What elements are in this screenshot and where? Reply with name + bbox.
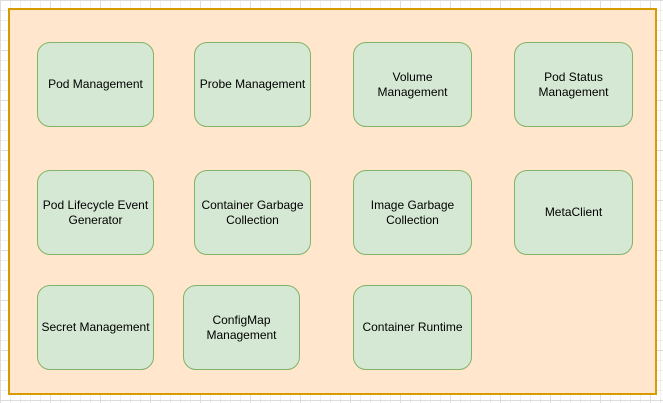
node-metaclient[interactable]: MetaClient xyxy=(514,170,633,255)
node-probe-management[interactable]: Probe Management xyxy=(194,42,311,127)
node-pod-status-management[interactable]: Pod Status Management xyxy=(514,42,633,127)
node-pod-lifecycle-event-generator[interactable]: Pod Lifecycle Event Generator xyxy=(37,170,154,255)
node-secret-management[interactable]: Secret Management xyxy=(37,285,154,370)
node-label: Container Garbage Collection xyxy=(201,197,304,227)
node-pod-management[interactable]: Pod Management xyxy=(37,42,154,127)
node-label: Image Garbage Collection xyxy=(370,197,455,227)
node-volume-management[interactable]: Volume Management xyxy=(353,42,472,127)
node-label: Volume Management xyxy=(377,69,448,99)
node-image-garbage-collection[interactable]: Image Garbage Collection xyxy=(353,170,472,255)
node-label: ConfigMap Management xyxy=(206,312,277,342)
node-container-runtime[interactable]: Container Runtime xyxy=(353,285,472,370)
node-label: Pod Management xyxy=(48,77,143,91)
node-label: Secret Management xyxy=(41,320,150,334)
node-label: Pod Lifecycle Event Generator xyxy=(42,197,149,227)
node-label: Probe Management xyxy=(199,77,306,91)
node-configmap-management[interactable]: ConfigMap Management xyxy=(183,285,300,370)
node-label: MetaClient xyxy=(544,205,603,219)
node-container-garbage-collection[interactable]: Container Garbage Collection xyxy=(194,170,311,255)
node-label: Container Runtime xyxy=(362,320,463,334)
node-label: Pod Status Management xyxy=(538,69,609,99)
